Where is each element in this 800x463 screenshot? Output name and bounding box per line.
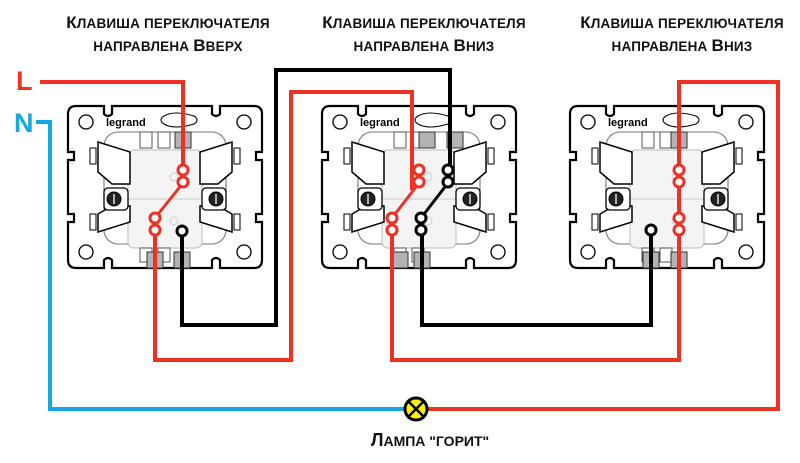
caption-text: НИЗ: [723, 39, 753, 54]
caption-text: ЛАВИША ПЕРЕКЛЮЧАТЕЛЯ: [76, 16, 270, 31]
lamp-label-cap: Л: [370, 430, 384, 450]
caption-cap: К: [322, 13, 333, 32]
switch-2-caption: КЛАВИША ПЕРЕКЛЮЧАТЕЛЯ НАПРАВЛЕНА ВНИЗ: [314, 12, 534, 58]
caption-text: НАПРАВЛЕНА: [611, 39, 712, 54]
traveller-wire-black-1: [180, 68, 452, 327]
switch-3-caption: КЛАВИША ПЕРЕКЛЮЧАТЕЛЯ НАПРАВЛЕНА ВНИЗ: [572, 12, 792, 58]
neutral-label: N: [14, 108, 34, 138]
caption-cap: В: [711, 36, 724, 55]
brand-logo: legrand: [106, 117, 146, 129]
lamp-label: ЛАМПА "ГОРИТ": [350, 430, 510, 451]
switch-1-caption: КЛАВИША ПЕРЕКЛЮЧАТЕЛЯ НАПРАВЛЕНА ВВЕРХ: [58, 12, 278, 58]
traveller-wire-red-1: [153, 90, 414, 362]
lamp-icon: [403, 396, 429, 422]
caption-text: НАПРАВЛЕНА: [93, 39, 194, 54]
caption-cap: В: [193, 36, 206, 55]
lamp-label-text: АМПА "ГОРИТ": [383, 433, 490, 449]
caption-cap: К: [580, 13, 591, 32]
caption-text: ЛАВИША ПЕРЕКЛЮЧАТЕЛЯ: [590, 16, 784, 31]
traveller-wire-black-2: [420, 220, 653, 327]
phase-wire-input: [40, 80, 185, 170]
caption-text: НИЗ: [465, 39, 495, 54]
switch-3-contacts: [644, 163, 686, 237]
brand-logo: legrand: [608, 117, 648, 129]
caption-cap: К: [66, 13, 77, 32]
caption-text: ВЕРХ: [205, 39, 243, 54]
neutral-wire: [36, 120, 408, 411]
switch-mechanism-1: [66, 104, 264, 270]
caption-text: ЛАВИША ПЕРЕКЛЮЧАТЕЛЯ: [332, 16, 526, 31]
brand-logo: legrand: [360, 117, 400, 129]
switch-1-contacts: [148, 150, 190, 268]
switch-mechanism-3: [568, 104, 766, 270]
caption-cap: В: [453, 36, 466, 55]
switch-2-contacts: [385, 163, 455, 268]
phase-label: L: [16, 66, 33, 96]
caption-text: НАПРАВЛЕНА: [353, 39, 454, 54]
